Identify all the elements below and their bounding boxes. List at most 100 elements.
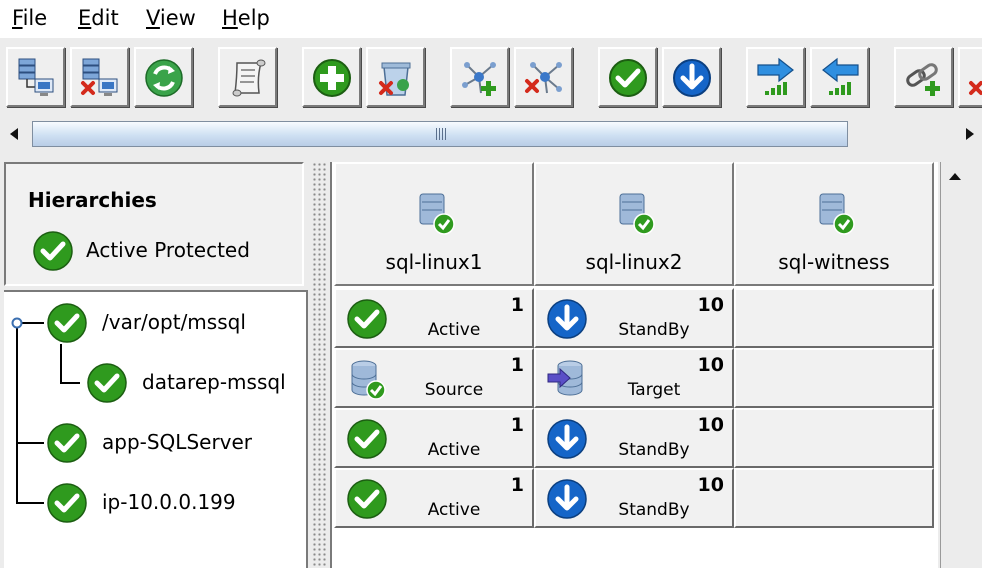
priority-number: 1 xyxy=(510,294,524,316)
scroll-thumb[interactable] xyxy=(32,121,848,147)
status-cell[interactable]: 1 Source xyxy=(334,348,534,408)
check-circle-icon xyxy=(33,231,73,271)
tree-line-branch xyxy=(16,442,44,444)
status-cell[interactable]: 1 Active xyxy=(334,468,534,528)
status-cell[interactable]: 10 StandBy xyxy=(534,408,734,468)
state-label: Active xyxy=(427,440,481,460)
out-of-service-button[interactable] xyxy=(662,47,721,107)
scroll-right-arrow-icon[interactable] xyxy=(956,121,982,147)
tree-item-label: datarep-mssql xyxy=(142,370,286,394)
hierarchies-title: Hierarchies xyxy=(28,188,157,212)
vertical-scrollbar[interactable] xyxy=(940,162,968,568)
server-status-grid: sql-linux1 sql-linux2 sql-witness 1 Acti… xyxy=(330,162,938,568)
disconnect-server-button[interactable] xyxy=(70,47,129,107)
check-circle-icon xyxy=(87,363,127,403)
refresh-button[interactable] xyxy=(134,47,193,107)
server-online-icon xyxy=(819,193,855,235)
priority-number: 1 xyxy=(510,354,524,376)
create-resource-button[interactable] xyxy=(302,47,361,107)
scroll-left-arrow-icon[interactable] xyxy=(2,121,28,147)
server-header-sql-linux2[interactable]: sql-linux2 xyxy=(534,162,734,286)
status-cell[interactable]: 1 Active xyxy=(334,408,534,468)
database-source-icon xyxy=(351,360,386,400)
server-name: sql-linux1 xyxy=(385,250,483,274)
server-disconnect-icon xyxy=(81,58,118,96)
check-circle-icon xyxy=(47,483,87,523)
tree-item-label: /var/opt/mssql xyxy=(102,310,246,334)
delete-dependency-button[interactable] xyxy=(958,47,982,107)
state-label: StandBy xyxy=(618,500,690,520)
status-cell[interactable]: 10 StandBy xyxy=(534,288,734,348)
check-circle-icon xyxy=(47,423,87,463)
menu-edit-label: dit xyxy=(91,6,119,30)
plus-circle-icon xyxy=(313,59,351,97)
arrow-down-circle-icon xyxy=(673,59,711,97)
scroll-log-icon xyxy=(232,59,266,97)
legend-label: Active Protected xyxy=(86,238,250,262)
decrease-priority-button[interactable] xyxy=(810,47,869,107)
server-online-icon xyxy=(619,193,655,235)
scroll-up-arrow-icon[interactable] xyxy=(947,170,963,182)
priority-number: 10 xyxy=(697,414,724,436)
status-cell-empty[interactable] xyxy=(734,408,934,468)
menu-edit[interactable]: Edit xyxy=(78,5,119,31)
hierarchy-tree: /var/opt/mssql datarep-mssql app-SQLServ… xyxy=(4,290,308,568)
status-cell-empty[interactable] xyxy=(734,288,934,348)
create-dependency-button[interactable] xyxy=(894,47,953,107)
extend-hierarchy-button[interactable] xyxy=(450,47,509,107)
server-header-sql-witness[interactable]: sql-witness xyxy=(734,162,934,286)
tree-line-branch xyxy=(16,502,44,504)
state-label: Source xyxy=(424,380,484,400)
status-cell[interactable]: 10 StandBy xyxy=(534,468,734,528)
server-online-icon xyxy=(419,193,455,235)
state-label: Active xyxy=(427,500,481,520)
increase-priority-button[interactable] xyxy=(746,47,805,107)
menu-help-label: elp xyxy=(237,6,270,30)
connect-server-button[interactable] xyxy=(6,47,65,107)
state-label: Target xyxy=(627,380,681,400)
server-connect-icon xyxy=(18,58,54,96)
menu-help[interactable]: Help xyxy=(222,5,270,31)
menu-view-label: iew xyxy=(159,6,196,30)
hierarchies-header: Hierarchies Active Protected xyxy=(4,162,304,286)
unextend-hierarchy-button[interactable] xyxy=(514,47,573,107)
menu-file-mnemonic: F xyxy=(12,6,23,30)
server-name: sql-witness xyxy=(778,250,890,274)
check-circle-icon xyxy=(347,479,387,519)
state-label: StandBy xyxy=(618,320,690,340)
menu-bar: File Edit View Help xyxy=(0,0,982,38)
priority-number: 10 xyxy=(697,474,724,496)
check-circle-icon xyxy=(47,303,87,343)
in-service-button[interactable] xyxy=(598,47,657,107)
priority-number: 1 xyxy=(510,414,524,436)
tree-item-label: ip-10.0.0.199 xyxy=(102,490,236,514)
tree-item-label: app-SQLServer xyxy=(102,430,253,454)
menu-view[interactable]: View xyxy=(146,5,196,31)
arrow-down-circle-icon xyxy=(547,299,587,339)
tree-line-child xyxy=(60,344,62,384)
menu-help-mnemonic: H xyxy=(222,6,238,30)
status-cell[interactable]: 1 Active xyxy=(334,288,534,348)
state-label: StandBy xyxy=(618,440,690,460)
menu-view-mnemonic: V xyxy=(146,6,160,30)
server-header-sql-linux1[interactable]: sql-linux1 xyxy=(334,162,534,286)
delete-resource-button[interactable] xyxy=(366,47,425,107)
panel-splitter[interactable] xyxy=(312,162,326,568)
arrow-left-signal-icon xyxy=(822,57,859,95)
horizontal-scrollbar[interactable] xyxy=(0,118,982,150)
check-circle-icon xyxy=(347,419,387,459)
menu-file[interactable]: File xyxy=(12,5,47,31)
status-cell[interactable]: 10 Target xyxy=(534,348,734,408)
view-log-button[interactable] xyxy=(218,47,277,107)
priority-number: 10 xyxy=(697,294,724,316)
check-circle-icon xyxy=(347,299,387,339)
tree-toggle-icon[interactable] xyxy=(10,316,24,330)
tree-line-branch xyxy=(16,322,44,324)
menu-file-label: ile xyxy=(22,6,48,30)
tree-line-child xyxy=(60,382,80,384)
status-cell-empty[interactable] xyxy=(734,348,934,408)
check-circle-icon xyxy=(609,59,647,97)
status-cell-empty[interactable] xyxy=(734,468,934,528)
scroll-grip xyxy=(436,128,446,140)
chain-remove-icon xyxy=(969,81,982,95)
